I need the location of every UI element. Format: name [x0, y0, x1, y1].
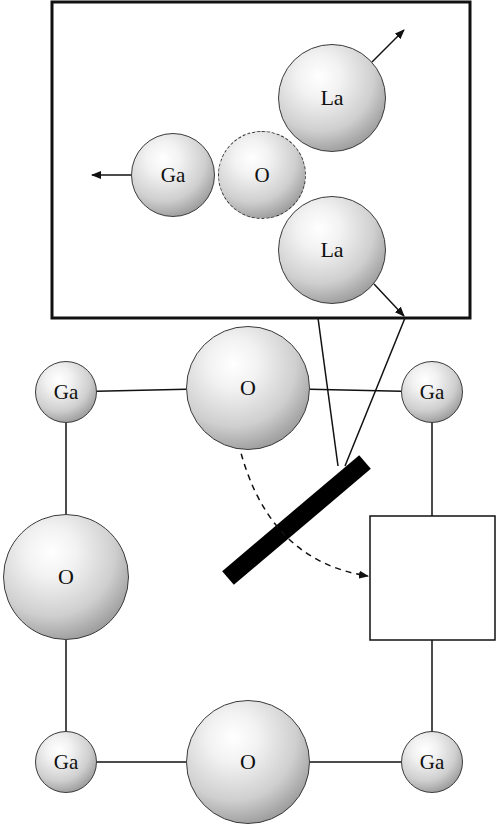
leader-line: [345, 318, 405, 466]
lattice-bond: [65, 640, 67, 731]
atom-sphere: La: [278, 44, 386, 152]
migration-path: [236, 432, 368, 576]
migration-barrier: [228, 462, 365, 578]
atom-label: O: [58, 566, 74, 588]
oxygen-vacancy: [370, 516, 495, 640]
atom-sphere: O: [186, 326, 310, 450]
leader-line: [318, 318, 338, 466]
atom-sphere: Ga: [401, 731, 463, 793]
atom-label: Ga: [161, 165, 186, 186]
displacement-arrow: [92, 174, 131, 176]
lattice-bond: [97, 761, 186, 763]
atom-sphere: O: [186, 700, 310, 824]
atom-label: O: [254, 165, 269, 186]
lattice-bond: [310, 761, 401, 763]
atom-label: O: [240, 751, 256, 773]
displacement-arrow: [372, 30, 404, 62]
lattice-bond: [97, 389, 186, 391]
displacement-arrow: [374, 284, 404, 316]
lattice-bond: [310, 389, 401, 391]
atom-label: Ga: [54, 382, 79, 403]
atom-label: O: [240, 377, 256, 399]
atom-label: La: [320, 239, 343, 261]
atom-sphere: O: [3, 514, 129, 640]
atom-sphere: Ga: [131, 133, 215, 217]
atom-sphere: Ga: [35, 731, 97, 793]
atom-label: Ga: [420, 382, 445, 403]
lattice-bond: [65, 423, 67, 514]
atom-sphere: Ga: [401, 361, 463, 423]
atom-label: La: [320, 87, 343, 109]
atom-sphere: La: [278, 196, 386, 304]
atom-sphere: O: [218, 131, 306, 219]
atom-sphere: Ga: [35, 361, 97, 423]
atom-label: Ga: [54, 752, 79, 773]
inset-frame: [52, 2, 470, 318]
atom-label: Ga: [420, 752, 445, 773]
